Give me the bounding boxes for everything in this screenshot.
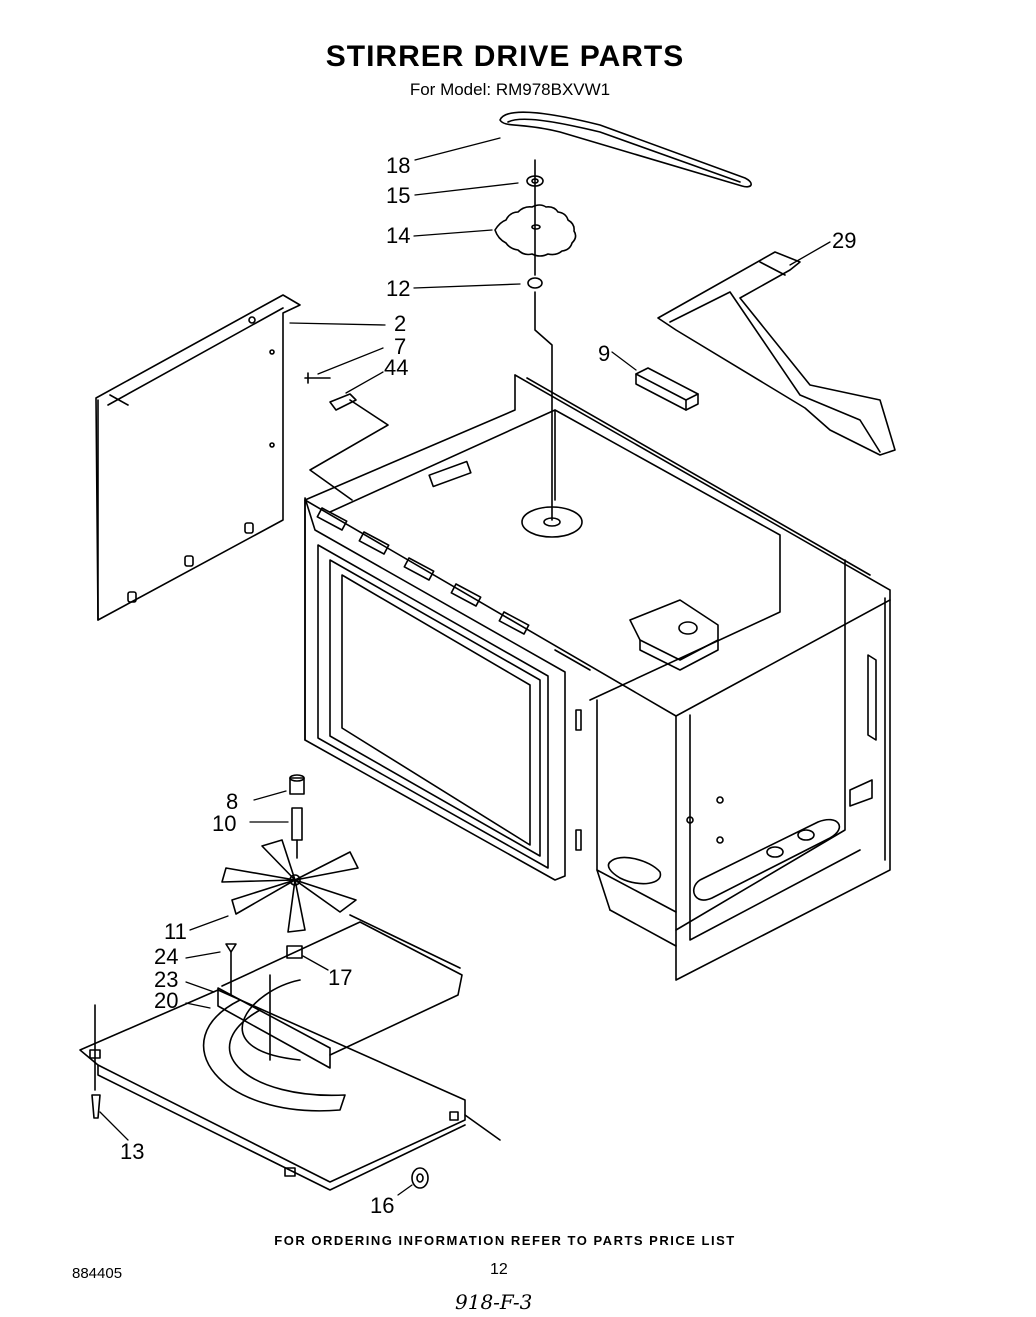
screw-part-7	[304, 372, 331, 384]
callout-13: 13	[120, 1139, 144, 1164]
callout-29: 29	[832, 228, 856, 253]
handwritten-note: 918-F-3	[455, 1290, 533, 1314]
washer-part	[526, 175, 544, 187]
side-panel-part	[95, 294, 301, 621]
document-number: 884405	[72, 1265, 123, 1282]
page-title: STIRRER DRIVE PARTS	[325, 40, 685, 73]
callout-16: 16	[370, 1193, 394, 1218]
callout-11: 11	[164, 919, 187, 944]
leader-lines	[99, 137, 831, 1196]
base-plate-part-20	[79, 989, 501, 1191]
page-number: 12	[490, 1261, 508, 1278]
fan-blade-part-11	[221, 839, 359, 933]
callout-9: 9	[598, 341, 610, 366]
shroud-part-23	[202, 914, 463, 1112]
screw-part-13	[91, 1094, 101, 1119]
model-subtitle: For Model: RM978BXVW1	[409, 80, 611, 99]
callout-17: 17	[328, 965, 352, 990]
callout-18: 18	[386, 153, 410, 178]
callout-10: 10	[212, 811, 236, 836]
coupling-part-8	[289, 774, 305, 795]
callout-44: 44	[384, 355, 408, 380]
callout-15: 15	[386, 183, 410, 208]
callout-23: 23	[154, 967, 178, 992]
stirrer-gear-part	[494, 204, 577, 257]
gear-hub	[531, 224, 541, 230]
block-part-9	[635, 367, 699, 411]
screw-part-24	[225, 943, 237, 996]
callout-12: 12	[386, 276, 410, 301]
grommet-part-16	[411, 1167, 429, 1189]
clip-part-44	[309, 393, 389, 501]
callout-7: 7	[394, 334, 406, 359]
shaft-part-10	[291, 807, 303, 859]
nut-part-17	[286, 945, 303, 959]
ordering-info-note: FOR ORDERING INFORMATION REFER TO PARTS …	[274, 1233, 736, 1248]
lower-washer-part	[527, 277, 543, 289]
callout-2: 2	[394, 311, 406, 336]
front-frame	[304, 497, 591, 881]
belt-part	[499, 111, 752, 188]
callout-8: 8	[226, 789, 238, 814]
callout-14: 14	[386, 223, 410, 248]
cavity-assembly	[304, 374, 891, 981]
bracket-part-29	[657, 251, 896, 456]
callout-20: 20	[154, 988, 178, 1013]
stirrer-axis-line-lower	[534, 291, 553, 521]
callout-24: 24	[154, 944, 178, 969]
